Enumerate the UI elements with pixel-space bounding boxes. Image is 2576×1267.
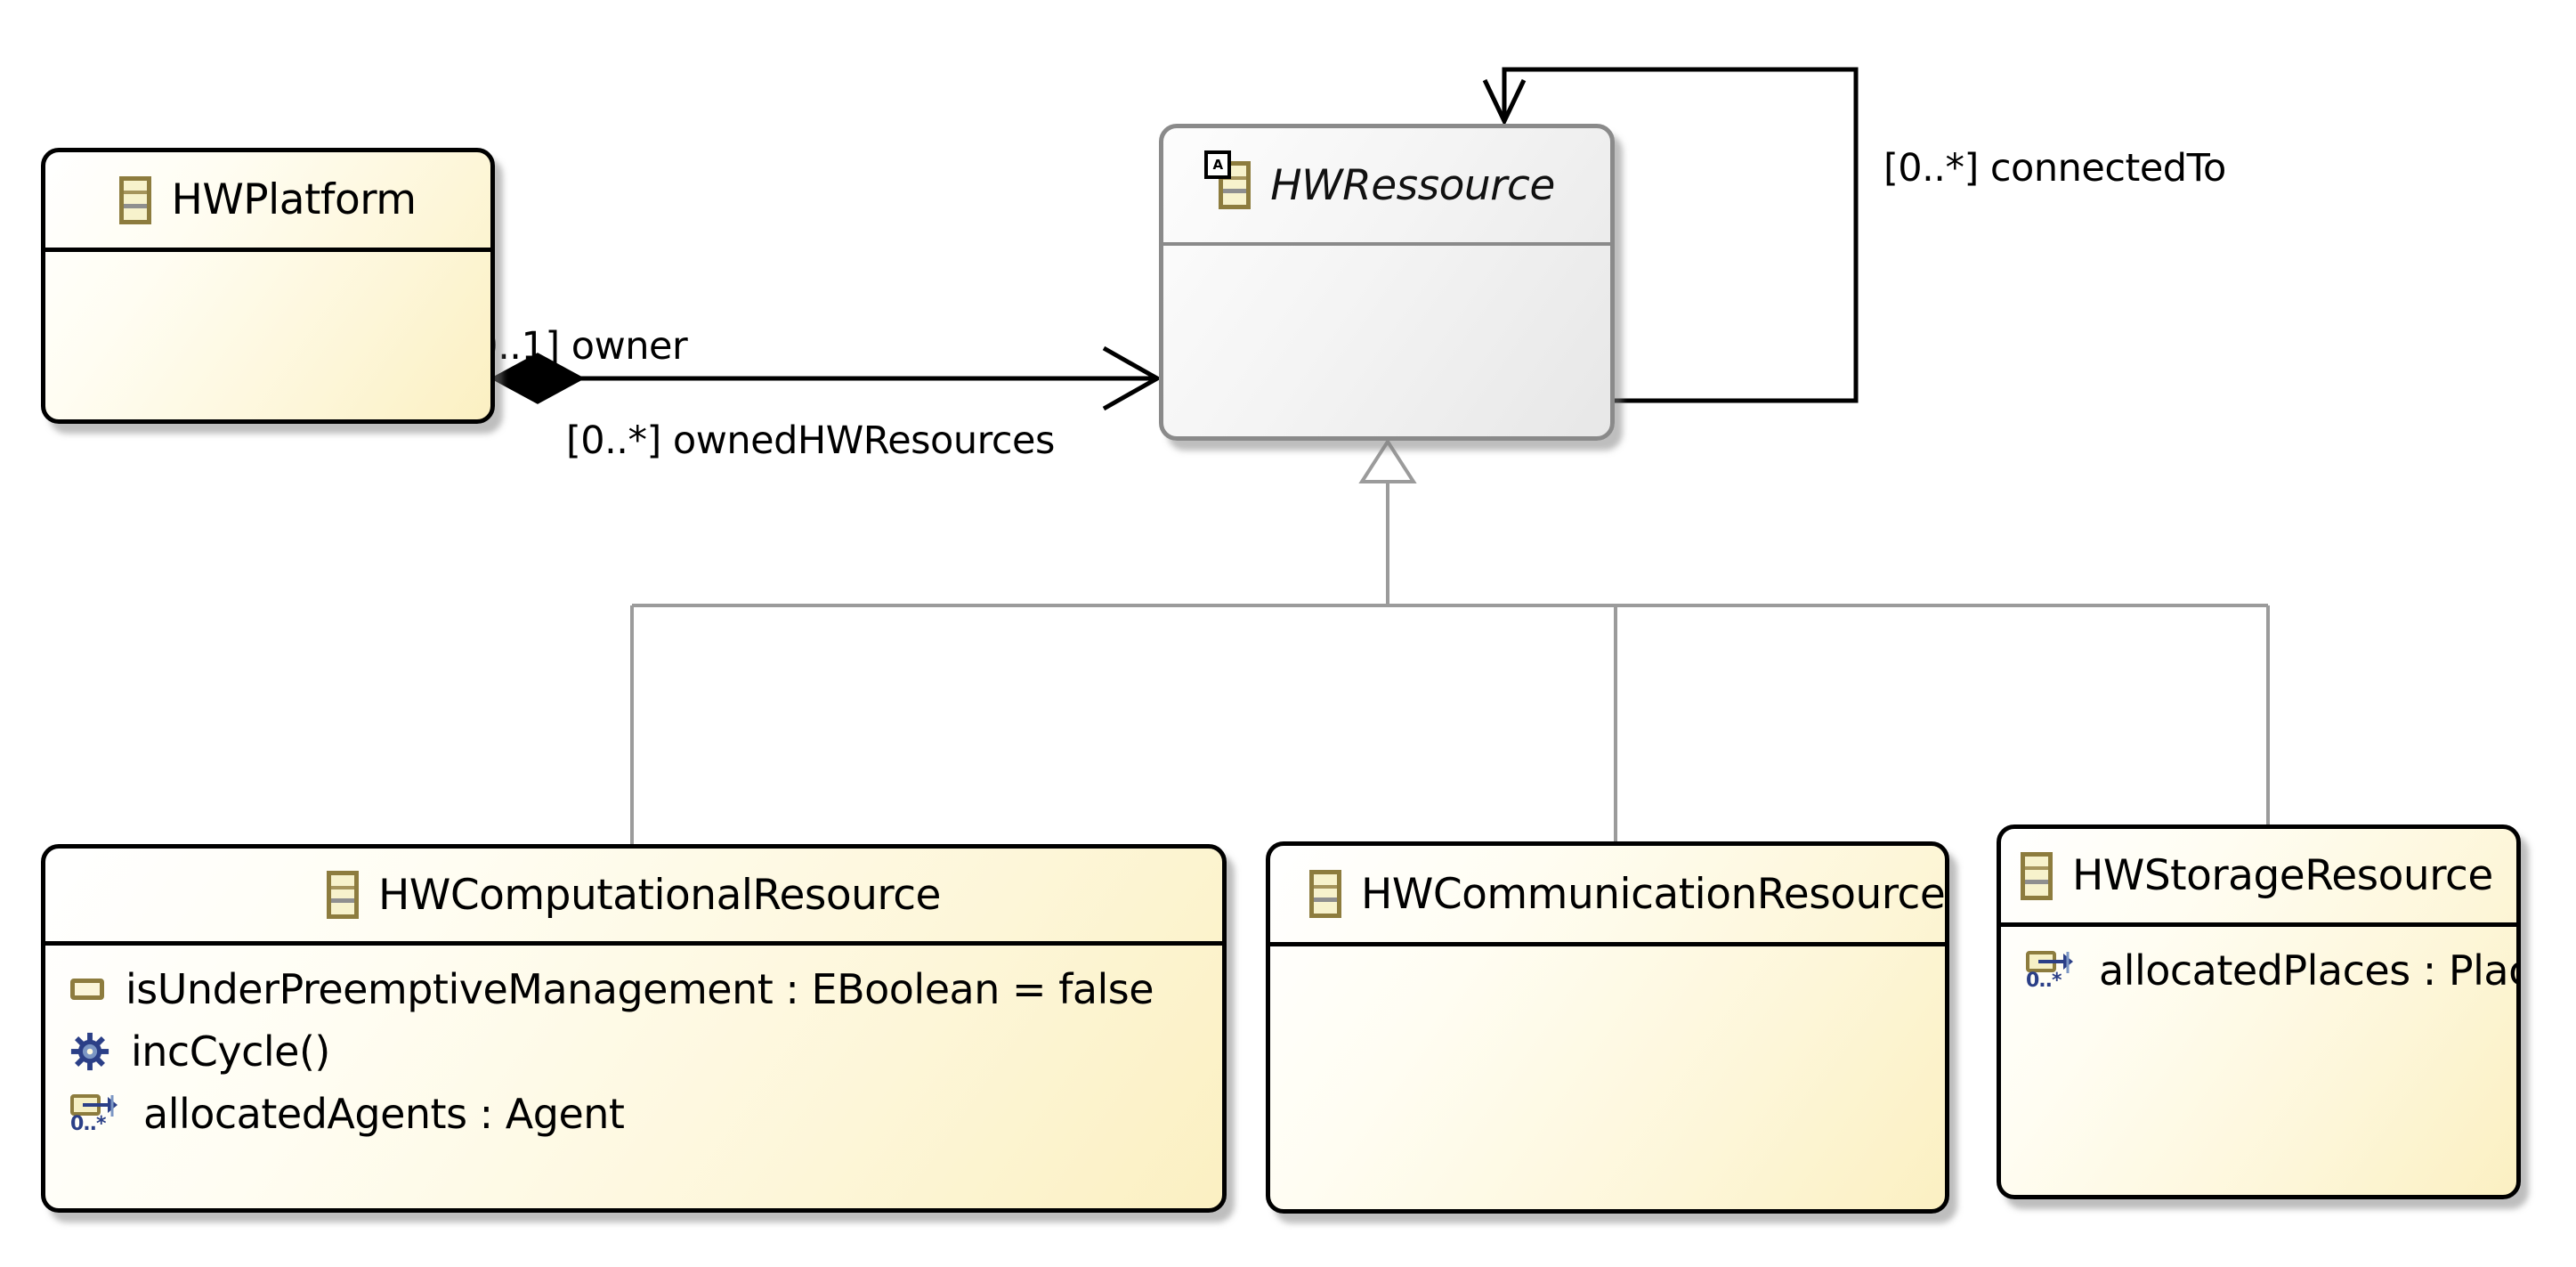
operation-row[interactable]: incCycle(): [45, 1020, 1222, 1083]
eclass-icon-abstract: A: [1204, 150, 1252, 209]
attribute-row[interactable]: isUnderPreemptiveManagement : EBoolean =…: [45, 958, 1222, 1020]
open-arrowhead-down: [1482, 78, 1527, 126]
class-node-hwcommunicationresource[interactable]: HWCommunicationResource: [1266, 841, 1949, 1214]
attribute-label: isUnderPreemptiveManagement : EBoolean =…: [126, 965, 1154, 1013]
class-title: HWStorageResource: [2072, 851, 2493, 900]
generalization-triangle-arrowhead: [1358, 438, 1417, 483]
composition-diamond: [490, 353, 586, 404]
operation-label: incCycle(): [131, 1027, 330, 1076]
class-header: HWCommunicationResource: [1270, 846, 1945, 946]
eclass-icon: [119, 175, 152, 224]
self-reference-edge-connectedto[interactable]: [1482, 67, 1859, 403]
class-header: A HWRessource: [1163, 128, 1610, 246]
reference-row[interactable]: 0..* allocatedPlaces : Place: [2001, 939, 2516, 1002]
eoperation-gear-icon: [70, 1032, 109, 1071]
multiplicity-label: 0..*: [70, 1113, 107, 1135]
class-title: HWRessource: [1270, 160, 1555, 210]
reference-label: allocatedPlaces : Place: [2099, 946, 2516, 995]
eattribute-icon: [70, 979, 104, 1000]
edge-label-ownedhwresources[interactable]: [0..*] ownedHWResources: [566, 418, 1055, 463]
class-body: [1270, 946, 1945, 1209]
eclass-icon: [327, 871, 360, 919]
class-title: HWPlatform: [171, 175, 417, 224]
class-body: isUnderPreemptiveManagement : EBoolean =…: [45, 946, 1222, 1208]
class-title: HWComputationalResource: [378, 870, 941, 920]
multiplicity-label: 0..*: [2026, 970, 2062, 992]
reference-label: allocatedAgents : Agent: [143, 1090, 625, 1138]
class-body: [1163, 246, 1610, 436]
eclass-icon: [1309, 870, 1341, 918]
open-arrowhead: [1102, 345, 1162, 411]
class-header: HWStorageResource: [2001, 829, 2516, 927]
class-header: HWPlatform: [45, 152, 490, 252]
abstract-badge: A: [1204, 150, 1232, 179]
composition-edge-owner[interactable]: [490, 345, 1162, 411]
class-node-hwcomputationalresource[interactable]: HWComputationalResource isUnderPreemptiv…: [41, 844, 1227, 1213]
generalization-edges[interactable]: [630, 438, 2270, 848]
ereference-icon: 0..*: [70, 1093, 122, 1134]
reference-row[interactable]: 0..* allocatedAgents : Agent: [45, 1083, 1222, 1145]
class-node-hwstorageresource[interactable]: HWStorageResource 0..* allocatedPlaces :…: [1997, 824, 2521, 1199]
self-loop-line[interactable]: [1502, 67, 1859, 403]
class-body: [45, 252, 490, 419]
edge-label-owner[interactable]: [0..1] owner: [459, 324, 688, 369]
class-title: HWCommunicationResource: [1361, 869, 1945, 919]
eclass-icon: [2021, 851, 2053, 900]
edge-label-connectedto[interactable]: [0..*] connectedTo: [1883, 146, 2226, 191]
class-header: HWComputationalResource: [45, 849, 1222, 946]
ereference-icon: 0..*: [2026, 950, 2078, 991]
class-body: 0..* allocatedPlaces : Place: [2001, 927, 2516, 1195]
class-node-hwressource[interactable]: A HWRessource: [1159, 124, 1615, 441]
class-node-hwplatform[interactable]: HWPlatform: [41, 148, 495, 424]
